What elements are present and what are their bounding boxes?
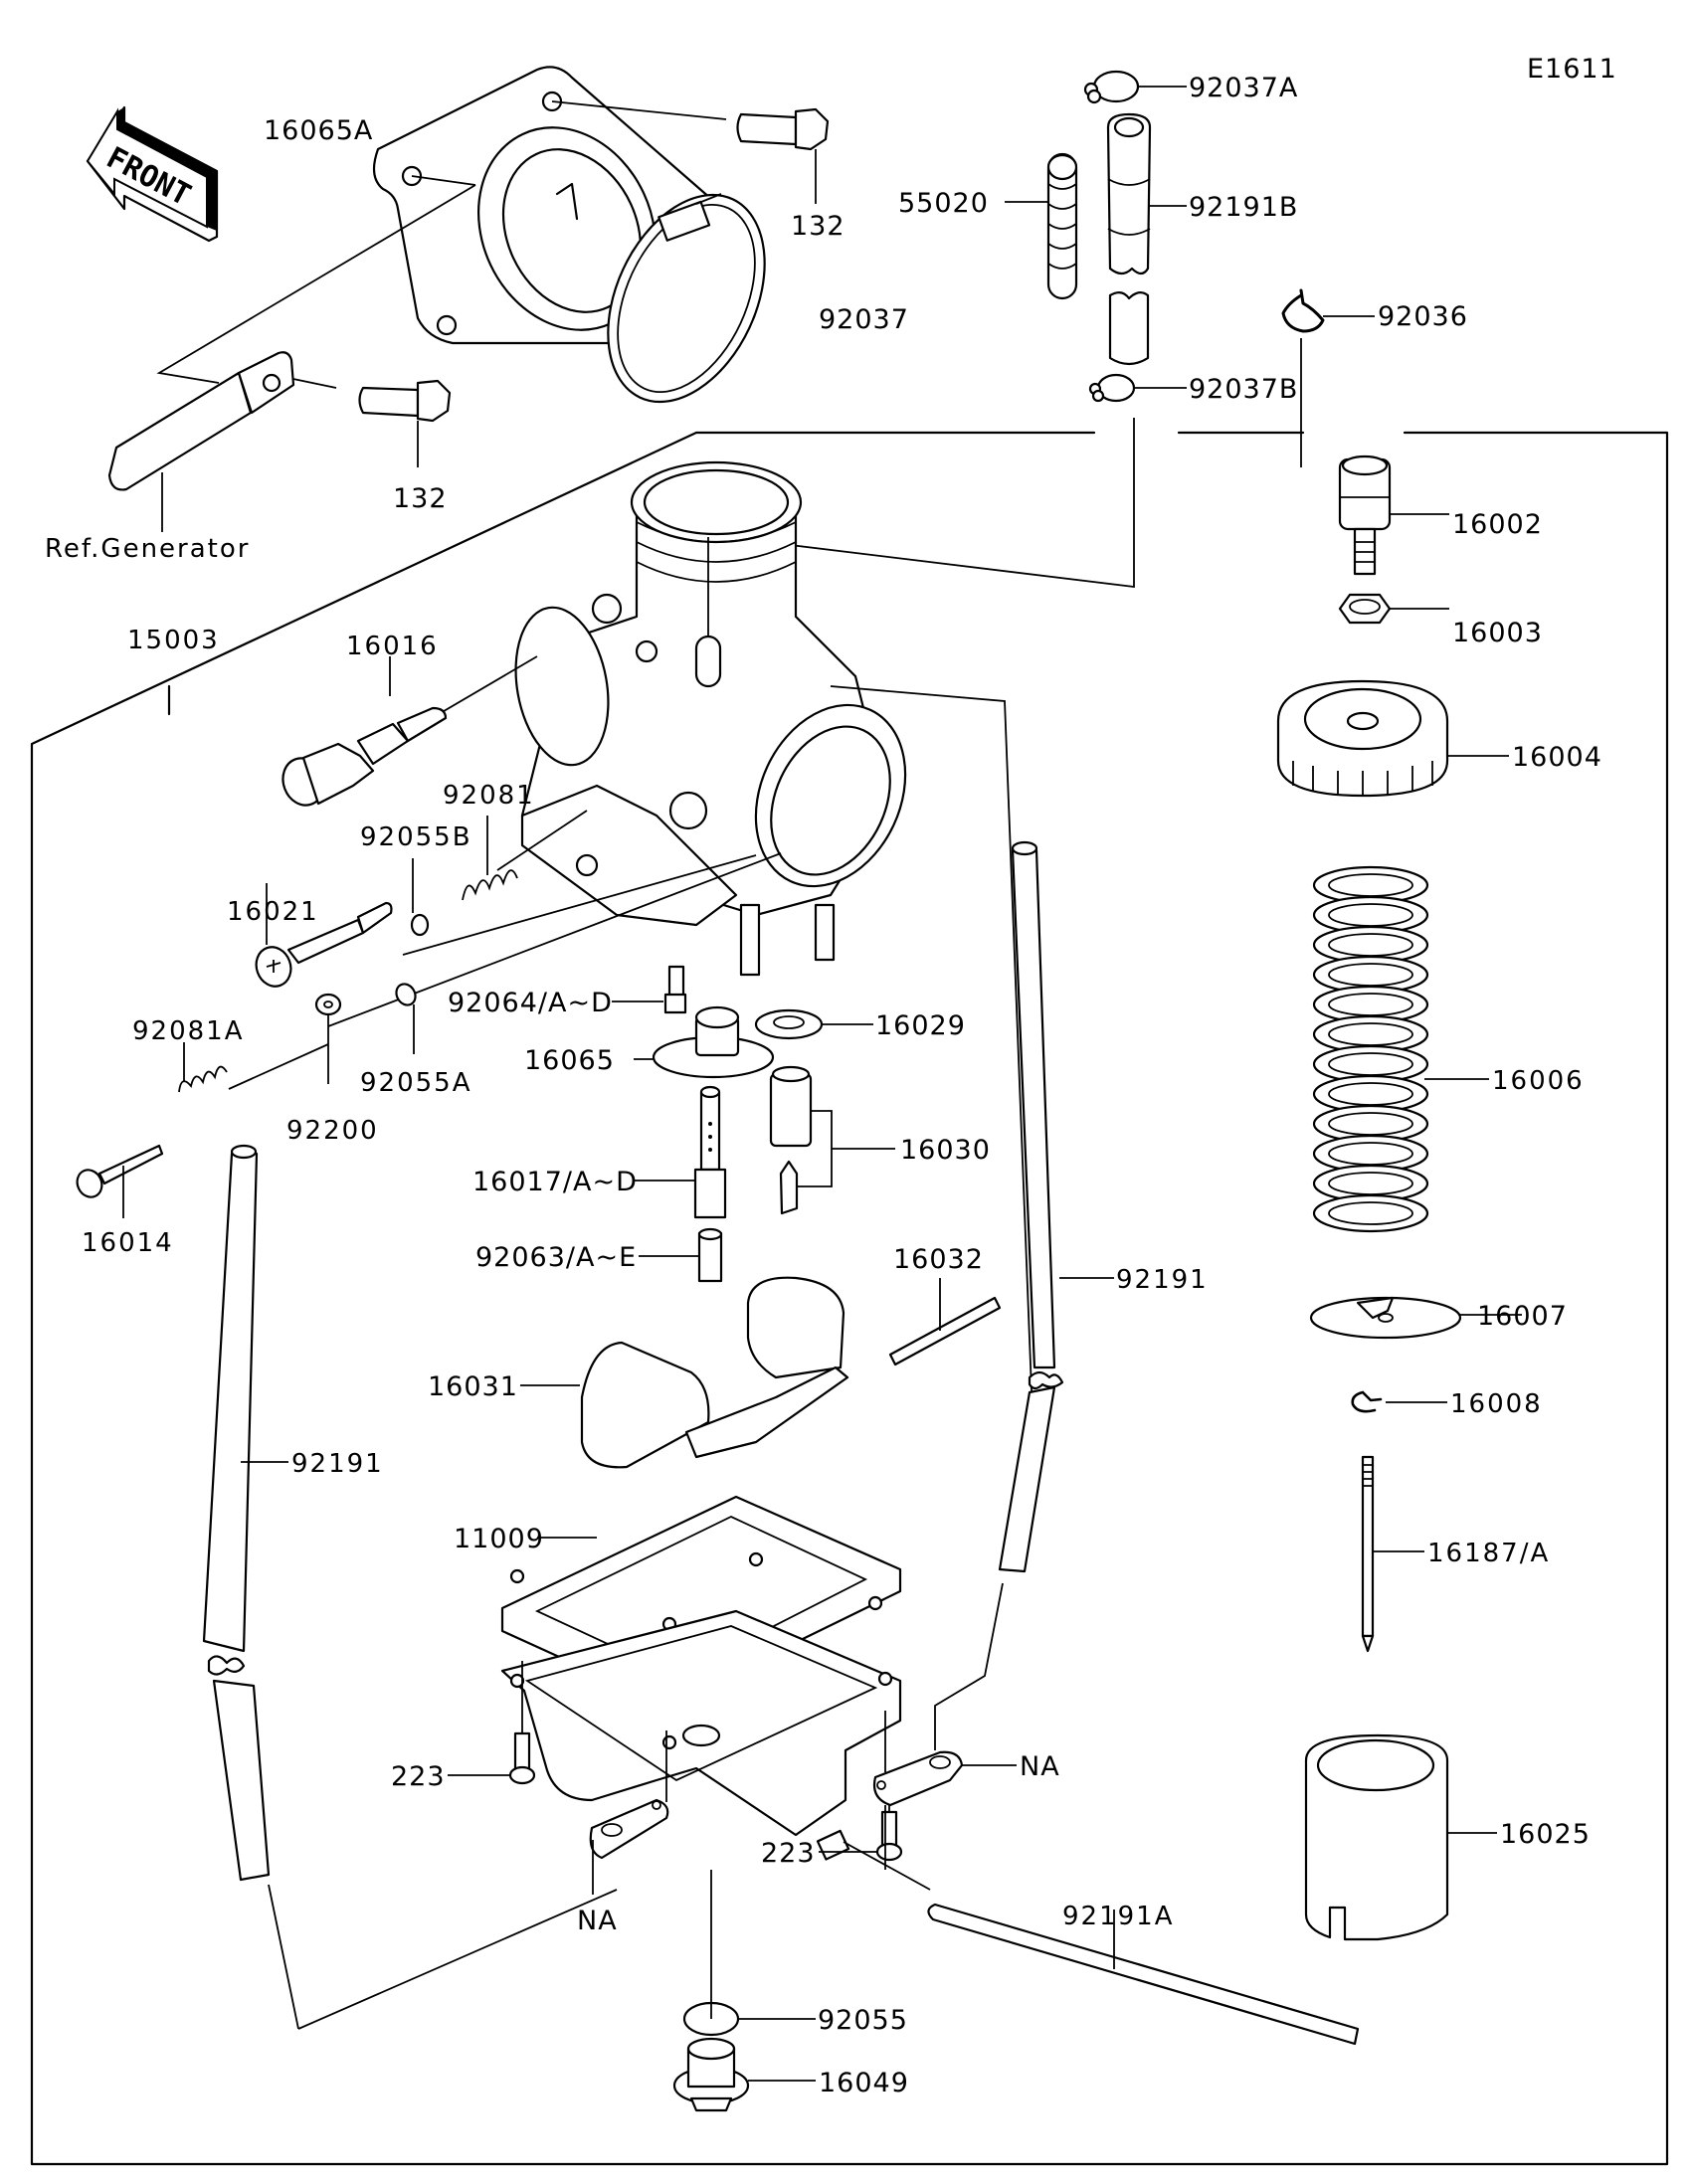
label-223-right: 223 xyxy=(761,1838,816,1869)
label-92081a: 92081A xyxy=(132,1016,245,1046)
throttle-screw-16014 xyxy=(76,1144,164,1198)
spring-92081 xyxy=(462,869,518,901)
float-bowl xyxy=(500,1609,902,1861)
label-16029: 16029 xyxy=(875,1010,966,1041)
carburetor-body xyxy=(514,460,907,977)
washer-92055b xyxy=(410,913,430,937)
label-16007: 16007 xyxy=(1477,1301,1568,1332)
pilot-screw-16021 xyxy=(255,901,393,988)
tube-92191-right xyxy=(998,840,1064,1573)
label-16008: 16008 xyxy=(1450,1389,1543,1419)
choke-plunger-16016 xyxy=(282,706,448,807)
clamp-92037 xyxy=(607,193,766,404)
label-92191-left: 92191 xyxy=(291,1449,384,1479)
label-92191b: 92191B xyxy=(1189,192,1298,223)
label-132-bottom: 132 xyxy=(393,483,448,514)
cap-16004 xyxy=(1276,679,1449,798)
tube-55020 xyxy=(1046,152,1078,300)
throttle-valve-16025 xyxy=(1304,1733,1449,1941)
assembly-outline xyxy=(30,431,1669,2166)
label-92037b: 92037B xyxy=(1189,374,1298,405)
float-valve-16030 xyxy=(769,1065,813,1215)
label-92081: 92081 xyxy=(443,781,535,811)
label-55020: 55020 xyxy=(898,188,989,219)
reference-note: Ref.Generator xyxy=(45,534,250,564)
label-16006: 16006 xyxy=(1492,1066,1585,1096)
spring-16006 xyxy=(1312,865,1429,1233)
seat-16007 xyxy=(1309,1296,1462,1340)
jet-holder-16065 xyxy=(652,1005,775,1079)
label-92055: 92055 xyxy=(818,2005,908,2036)
label-132-top: 132 xyxy=(791,211,846,242)
label-na-right: NA xyxy=(1020,1751,1060,1782)
label-16025: 16025 xyxy=(1500,1819,1591,1850)
label-92055a: 92055A xyxy=(360,1068,472,1098)
label-92037: 92037 xyxy=(819,304,909,335)
washer-16029 xyxy=(754,1008,824,1040)
label-16030: 16030 xyxy=(900,1135,991,1166)
generator-strap xyxy=(107,351,295,491)
adjuster-16002 xyxy=(1338,455,1392,576)
screw-223-left xyxy=(508,1731,536,1785)
diagram-code: E1611 xyxy=(1527,54,1617,85)
label-16002: 16002 xyxy=(1452,509,1543,540)
bracket-na-left xyxy=(589,1798,669,1860)
label-16016: 16016 xyxy=(346,632,439,661)
pilot-jet-92064 xyxy=(663,965,687,1014)
clip-92036 xyxy=(1281,288,1325,333)
drain-plug-16049 xyxy=(672,2037,750,2112)
label-92063: 92063/A~E xyxy=(475,1242,637,1273)
label-16021: 16021 xyxy=(227,897,319,927)
label-92036: 92036 xyxy=(1378,301,1468,332)
label-16003: 16003 xyxy=(1452,618,1543,648)
label-11009: 11009 xyxy=(454,1524,544,1554)
spring-coil xyxy=(1312,1193,1429,1233)
float-pin-16032 xyxy=(888,1296,1002,1366)
nut-16003 xyxy=(1338,593,1392,625)
needle-jet-16017 xyxy=(693,1085,727,1219)
label-16004: 16004 xyxy=(1512,742,1602,773)
label-16031: 16031 xyxy=(428,1371,518,1402)
label-na-left: NA xyxy=(577,1906,618,1936)
label-92191-right: 92191 xyxy=(1116,1265,1209,1295)
tube-92191b xyxy=(1106,112,1152,366)
bracket-na-right xyxy=(872,1750,964,1807)
float-16031 xyxy=(580,1276,849,1469)
label-92055b: 92055B xyxy=(360,822,472,852)
label-92200: 92200 xyxy=(286,1116,379,1146)
clip-92037a xyxy=(1083,70,1140,104)
eclip-16008 xyxy=(1351,1390,1383,1413)
label-16017: 16017/A~D xyxy=(472,1167,638,1197)
label-16032: 16032 xyxy=(893,1244,984,1275)
oring-92055a xyxy=(395,983,417,1006)
label-15003: 15003 xyxy=(127,626,220,655)
label-16187a: 16187/A xyxy=(1427,1539,1550,1568)
spring-92081a xyxy=(178,1065,228,1093)
label-16065a: 16065A xyxy=(264,115,373,146)
label-16014: 16014 xyxy=(82,1228,174,1258)
label-223-left: 223 xyxy=(391,1761,446,1792)
label-92191a: 92191A xyxy=(1062,1902,1175,1931)
tube-92191a xyxy=(927,1903,1360,2046)
needle-16187a xyxy=(1361,1455,1375,1653)
tube-92191-left xyxy=(202,1144,271,1882)
label-92064: 92064/A~D xyxy=(448,988,613,1018)
clip-92037b xyxy=(1088,373,1136,403)
label-16065: 16065 xyxy=(524,1045,615,1076)
bolt-132-top xyxy=(736,107,830,151)
washer-92200 xyxy=(314,993,342,1016)
bolt-132-bottom xyxy=(358,379,452,423)
front-arrow-icon: FRONT xyxy=(86,105,219,243)
spring-coil-inner xyxy=(1328,1201,1413,1225)
label-92037a: 92037A xyxy=(1189,73,1298,103)
screw-223-right xyxy=(875,1810,903,1862)
label-16049: 16049 xyxy=(819,2068,909,2098)
main-jet-92063 xyxy=(697,1227,723,1283)
